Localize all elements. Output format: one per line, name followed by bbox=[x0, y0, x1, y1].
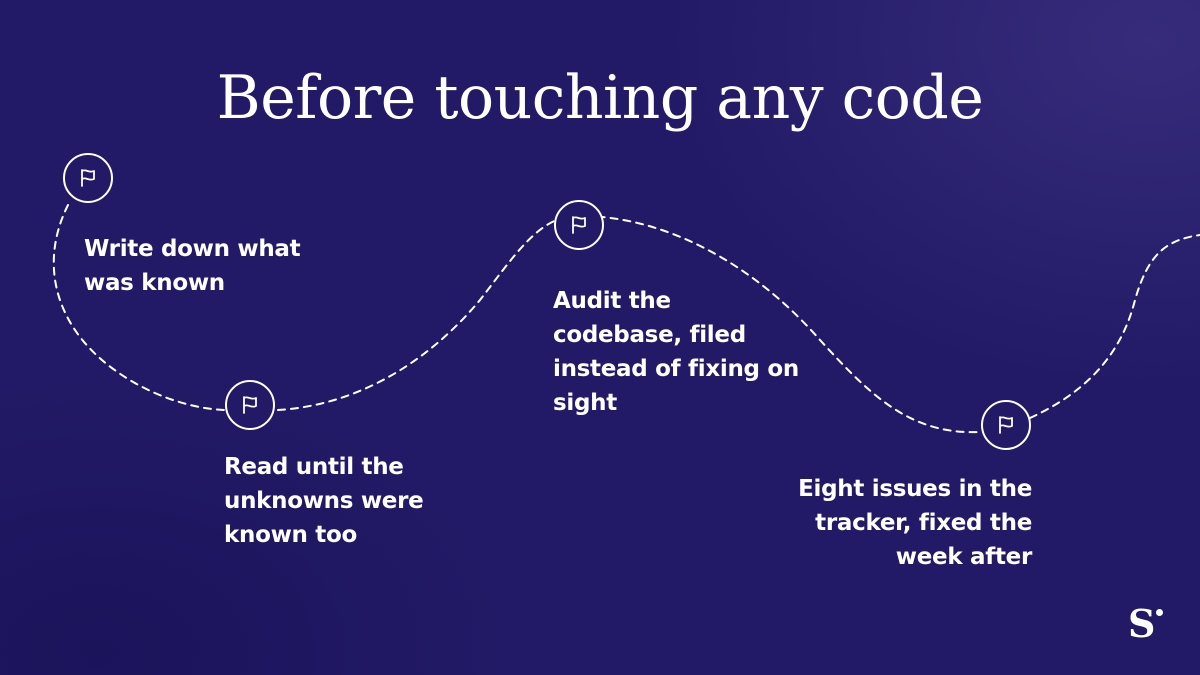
step-label-1: Write down what was known bbox=[84, 232, 301, 300]
milestone-marker-1 bbox=[63, 153, 113, 203]
flag-icon bbox=[999, 416, 1013, 434]
milestone-marker-2 bbox=[225, 380, 275, 430]
step-label-line: was known bbox=[84, 270, 225, 296]
brand-logo-dot bbox=[1156, 609, 1163, 616]
brand-logo-letter: S bbox=[1128, 601, 1156, 646]
step-label-3: Audit the codebase, filed instead of fix… bbox=[553, 284, 799, 420]
step-label-line: sight bbox=[553, 390, 617, 416]
step-label-line: Eight issues in the bbox=[798, 476, 1032, 502]
flag-icon bbox=[81, 169, 95, 187]
milestone-marker-4 bbox=[981, 400, 1031, 450]
step-label-line: codebase, filed bbox=[553, 322, 746, 348]
step-label-line: unknowns were bbox=[224, 488, 424, 514]
step-label-line: Read until the bbox=[224, 454, 404, 480]
milestone-marker-3 bbox=[554, 200, 604, 250]
step-label-2: Read until the unknowns were known too bbox=[224, 450, 424, 552]
step-label-line: known too bbox=[224, 522, 357, 548]
flag-icon bbox=[572, 216, 586, 234]
step-label-line: week after bbox=[895, 544, 1033, 570]
flag-icon bbox=[243, 396, 257, 414]
brand-logo-icon: S bbox=[1128, 602, 1168, 646]
step-label-line: Write down what bbox=[84, 236, 301, 262]
step-label-line: Audit the bbox=[553, 288, 671, 314]
step-label-line: tracker, fixed the bbox=[815, 510, 1032, 536]
page-title: Before touching any code bbox=[216, 63, 984, 133]
step-label-4: Eight issues in the tracker, fixed the w… bbox=[798, 472, 1032, 574]
step-label-line: instead of fixing on bbox=[553, 356, 799, 382]
